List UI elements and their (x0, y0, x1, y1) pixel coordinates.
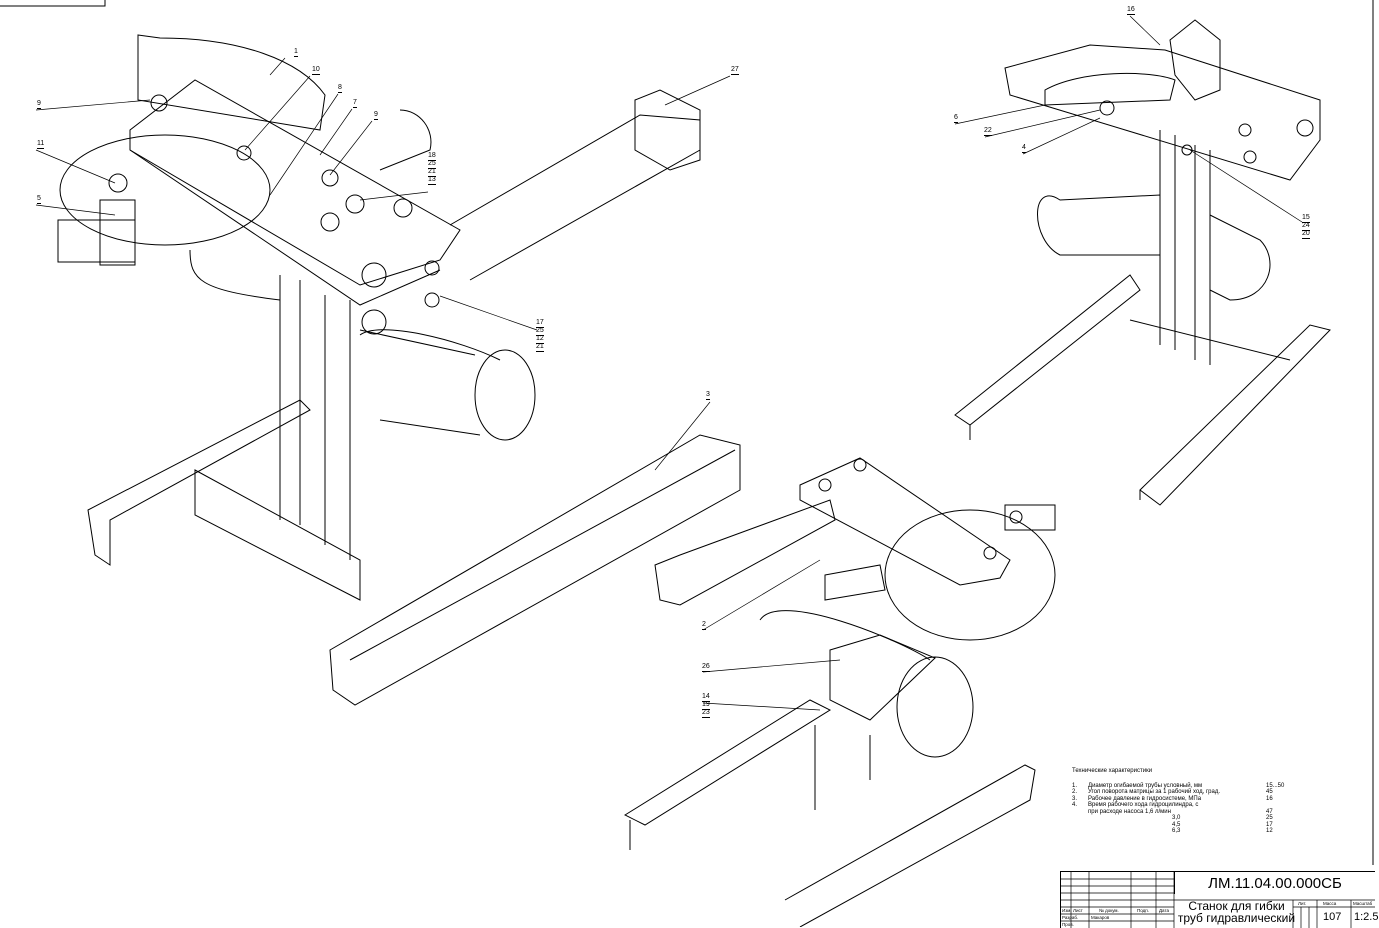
callout-label: 2 (702, 621, 706, 630)
tech-row: 6,3 12 (1072, 828, 1302, 835)
tech-num: 1. (1072, 782, 1078, 789)
callout-label: 13 (428, 176, 436, 185)
tech-text: 3,0 (1172, 815, 1181, 821)
callout-label: 21 (536, 343, 544, 352)
tech-text: Диаметр огибаемой трубы условный, мм (1088, 782, 1203, 789)
tech-title: Технические характеристики (1072, 768, 1153, 774)
mass-value: 107 (1323, 911, 1342, 923)
callout-label: 10 (312, 66, 320, 75)
hdr-izm: Изм. (1062, 908, 1072, 913)
tech-text: 4,5 (1172, 821, 1181, 828)
tech-row: 1. Диаметр огибаемой трубы условный, мм 15… (1072, 783, 1302, 790)
tech-num: 2. (1072, 789, 1078, 795)
scale-label: Масштаб (1353, 901, 1373, 906)
tech-num: 4. (1072, 802, 1078, 808)
mass-label: Масса (1323, 901, 1337, 906)
callout-label: 5 (37, 195, 41, 204)
callout-label: 25 (428, 160, 436, 169)
title-block-grid (1061, 872, 1375, 928)
callout-label: 9 (374, 111, 378, 120)
callout-label: 15 (1302, 214, 1310, 223)
prov-label: Пров. (1062, 922, 1074, 927)
tech-value: 17 (1266, 821, 1273, 828)
callout-label: 18 (428, 152, 436, 161)
tech-value: 25 (1266, 815, 1273, 821)
callout-label: 8 (338, 84, 342, 93)
tech-num: 3. (1072, 795, 1078, 802)
tech-text: Рабочее давление в гидросистеме, МПа (1088, 795, 1202, 802)
callout-label: 22 (984, 127, 992, 136)
callout-label: 19 (702, 701, 710, 710)
tech-value: 47 (1266, 808, 1273, 815)
callout-label: 7 (353, 99, 357, 108)
callout-label: 21 (428, 168, 436, 177)
tech-text: Угол поворота матрицы за 1 рабочий ход, … (1088, 789, 1220, 795)
tech-value: 12 (1266, 828, 1273, 834)
technical-specs: Технические характеристики 1. Диаметр оги… (1072, 768, 1302, 835)
callout-label: 17 (536, 319, 544, 328)
hdr-date: Дата (1159, 908, 1169, 913)
callout-label: 24 (1302, 222, 1310, 231)
callout-label: 1 (294, 48, 298, 57)
tech-num (1072, 828, 1088, 835)
tech-row: 3. Рабочее давление в гидросистеме, МПа 16 (1072, 796, 1302, 803)
callout-label: 14 (702, 693, 710, 702)
hdr-sign: Подп. (1137, 908, 1149, 913)
callout-label: 20 (1302, 230, 1310, 239)
leader-lines (35, 15, 1303, 711)
callout-label: 26 (702, 663, 710, 672)
view-front-isometric (623, 457, 1056, 927)
lit-label: Лит. (1298, 901, 1307, 906)
callout-label: 9 (37, 100, 41, 109)
view-main-isometric (57, 34, 741, 706)
tech-row: 4. Время рабочего хода гидроцилиндра, с (1072, 802, 1302, 809)
tech-row: при расходе насоса 1,6 л/мин 47 (1072, 809, 1302, 816)
tech-row: 3,0 25 (1072, 815, 1302, 822)
hdr-list: Лист (1073, 908, 1083, 913)
razrab-label: Разраб. (1062, 915, 1079, 920)
callout-label: 6 (954, 114, 958, 123)
hdr-doc: № докум. (1099, 908, 1119, 913)
scale-value: 1:2.5 (1354, 911, 1379, 923)
callout-label: 4 (1022, 144, 1026, 153)
callout-label: 27 (731, 66, 739, 75)
callout-label: 25 (536, 327, 544, 336)
tech-text: 6,3 (1172, 828, 1181, 834)
tech-text: при расходе насоса 1,6 л/мин (1088, 808, 1171, 815)
tech-row: 4,5 17 (1072, 822, 1302, 829)
tech-value: 16 (1266, 795, 1273, 802)
callout-label: 16 (1127, 6, 1135, 15)
tech-value: 15...50 (1266, 782, 1285, 789)
tech-text: Время рабочего хода гидроцилиндра, с (1088, 802, 1199, 808)
callout-label: 23 (702, 709, 710, 718)
tech-value: 45 (1266, 789, 1273, 795)
callout-label: 3 (706, 391, 710, 400)
callout-label: 11 (37, 140, 45, 149)
corner-stamp-frame (0, 0, 106, 7)
tech-row: 2. Угол поворота матрицы за 1 рабочий ход… (1072, 789, 1302, 796)
callout-label: 12 (536, 335, 544, 344)
razrab-name: Макаров (1091, 915, 1110, 920)
drawing-code: ЛМ.11.04.00.000СБ (1174, 872, 1375, 894)
view-rear-isometric (954, 19, 1331, 506)
